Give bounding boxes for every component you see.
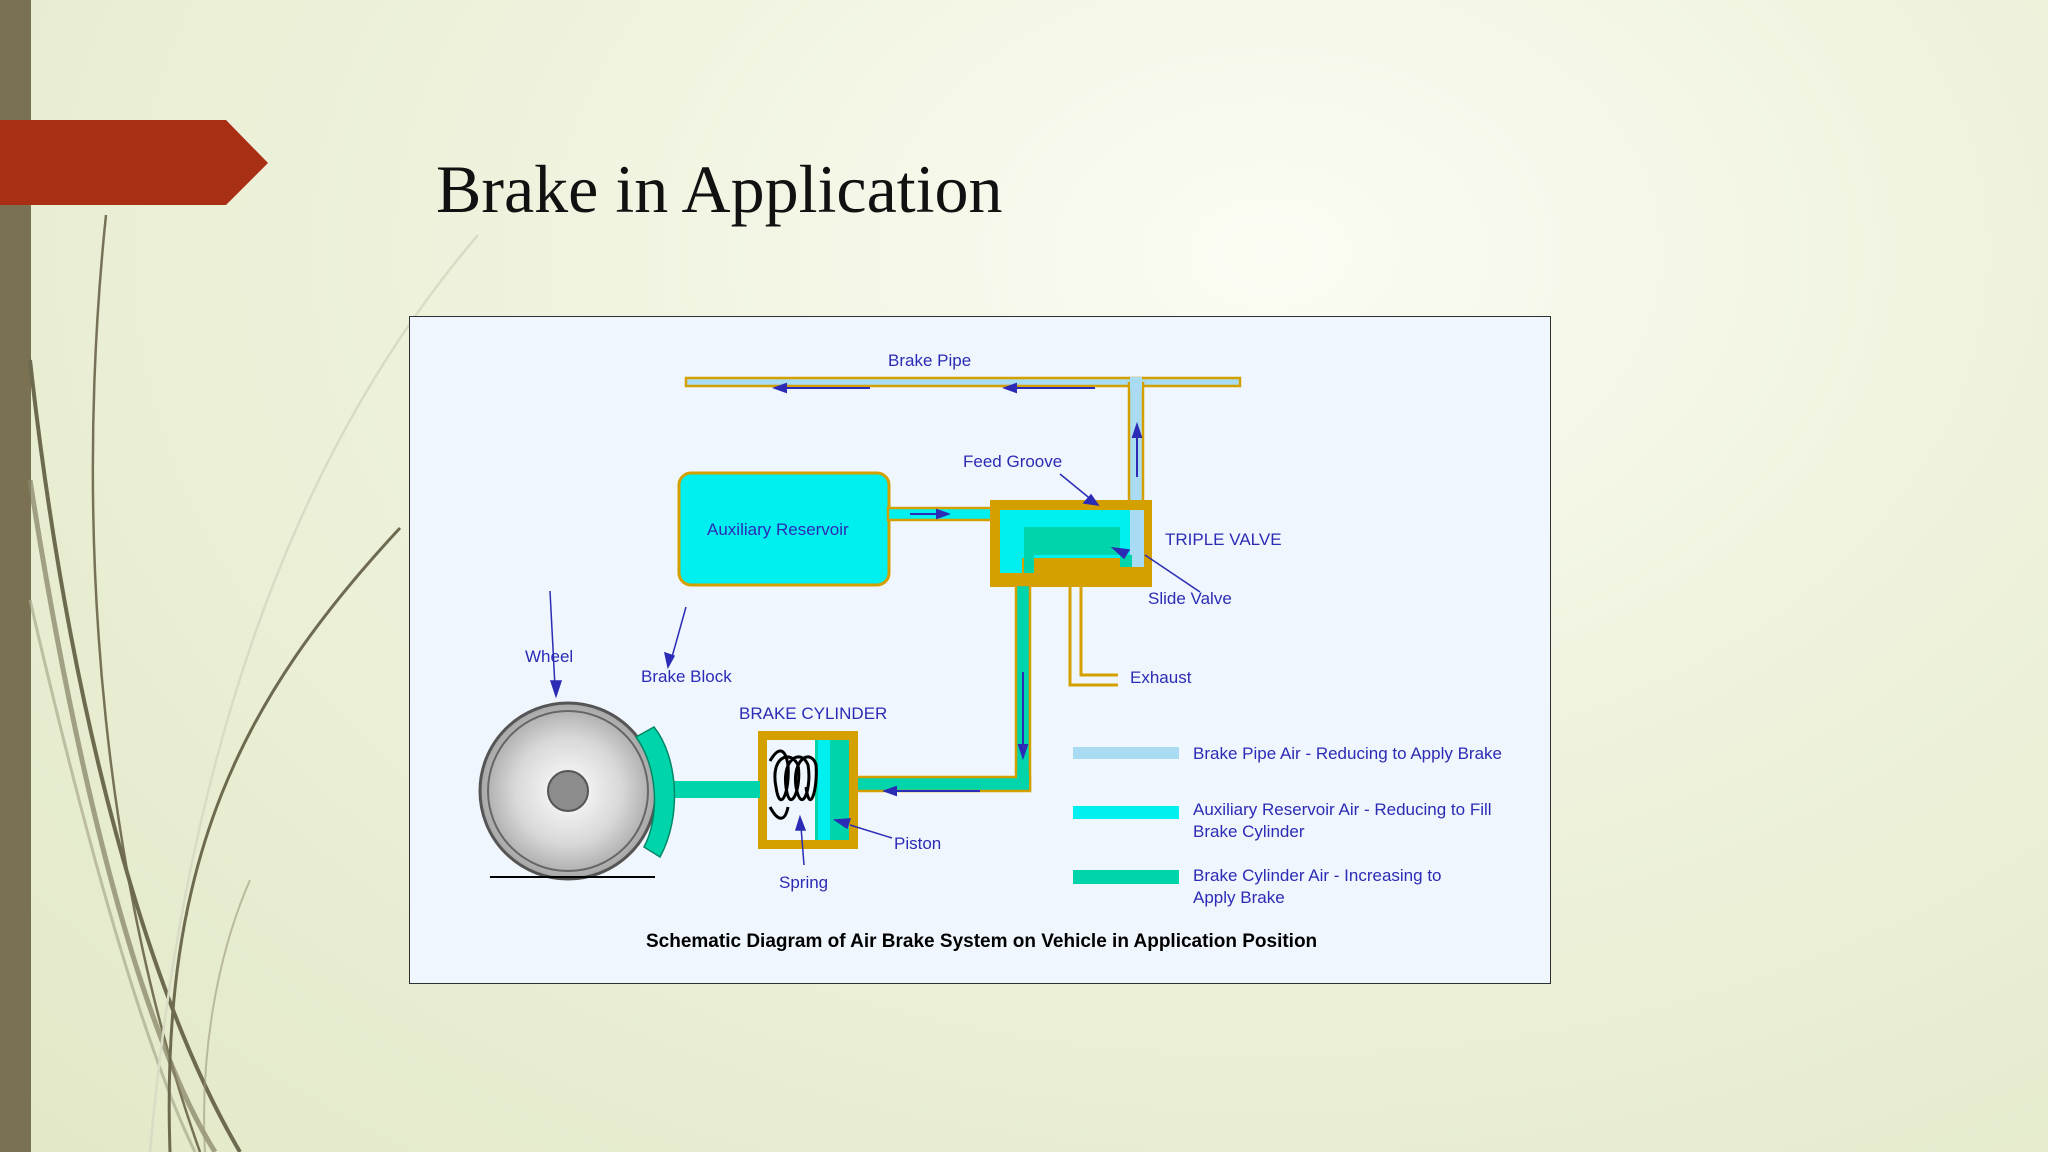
piston-rod	[650, 781, 760, 798]
air-brake-schematic: Brake Pipe Feed Groove Auxiliary Reservo…	[409, 316, 1551, 984]
auxiliary-reservoir	[677, 471, 891, 587]
decorative-curve	[28, 599, 197, 1152]
exhaust-pipe	[1068, 587, 1118, 687]
label-brake-cylinder: BRAKE CYLINDER	[739, 704, 887, 723]
decorative-curve	[28, 359, 242, 1152]
slide-title: Brake in Application	[436, 151, 1003, 227]
legend-text: Brake Cylinder	[1193, 822, 1305, 841]
leader-lines	[549, 473, 1201, 866]
label-auxiliary-reservoir: Auxiliary Reservoir	[707, 520, 849, 539]
legend-text: Brake Cylinder Air - Increasing to	[1193, 866, 1442, 885]
triple-valve	[990, 500, 1152, 587]
brake-block	[634, 726, 676, 859]
label-piston: Piston	[894, 834, 941, 853]
legend-text: Auxiliary Reservoir Air - Reducing to Fi…	[1193, 800, 1492, 819]
cylinder-feed-pipe	[848, 583, 1032, 793]
label-slide-valve: Slide Valve	[1148, 589, 1232, 608]
label-triple-valve: TRIPLE VALVE	[1165, 530, 1282, 549]
label-feed-groove: Feed Groove	[963, 452, 1062, 471]
label-exhaust: Exhaust	[1130, 668, 1192, 687]
label-brake-block: Brake Block	[641, 667, 732, 686]
legend-text: Apply Brake	[1193, 888, 1285, 907]
legend: Brake Pipe Air - Reducing to Apply Brake…	[1073, 744, 1502, 907]
legend-text: Brake Pipe Air - Reducing to Apply Brake	[1193, 744, 1502, 763]
title-accent-arrow	[0, 120, 268, 205]
label-spring: Spring	[779, 873, 828, 892]
diagram-caption: Schematic Diagram of Air Brake System on…	[646, 931, 1317, 952]
brake-spring	[768, 749, 818, 820]
brake-cylinder	[758, 731, 858, 849]
flow-arrows	[772, 382, 1143, 797]
decorative-curve	[27, 479, 218, 1152]
decorative-curve	[91, 214, 202, 1152]
legend-swatch-aux-reservoir-air	[1073, 806, 1179, 819]
legend-swatch-brake-pipe-air	[1073, 747, 1179, 759]
wheel	[478, 701, 658, 881]
label-brake-pipe: Brake Pipe	[888, 351, 971, 370]
label-wheel: Wheel	[525, 647, 573, 666]
legend-swatch-brake-cylinder-air	[1073, 870, 1179, 884]
schematic-drawing: Brake Pipe Feed Groove Auxiliary Reservo…	[478, 351, 1502, 952]
decorative-curve	[203, 879, 251, 1152]
decorative-curve	[167, 526, 402, 1152]
